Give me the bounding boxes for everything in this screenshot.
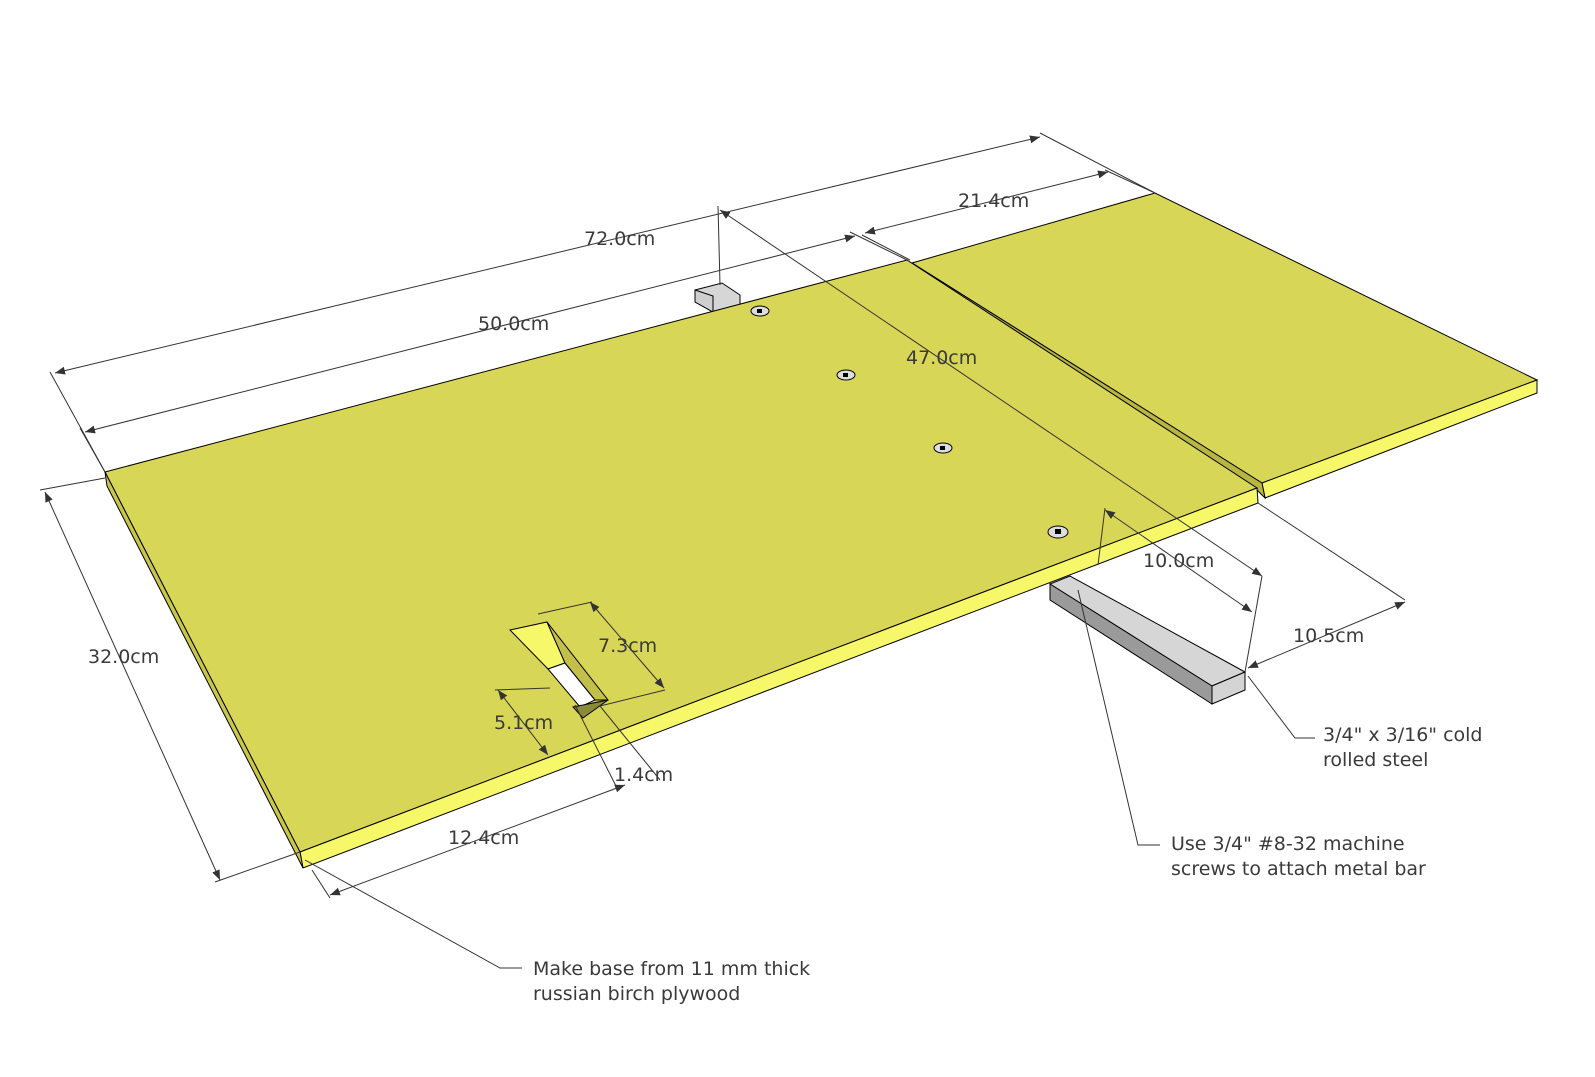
dim-slot-from-edge: 12.4cm <box>448 827 520 849</box>
dim-width: 32.0cm <box>88 646 160 668</box>
screw-icon <box>1047 525 1069 539</box>
note-line: 3/4" x 3/16" cold <box>1323 724 1483 746</box>
dim-bar-from-edge: 10.0cm <box>1143 550 1215 572</box>
base-note: Make base from 11 mm thick russian birch… <box>533 957 810 1007</box>
note-line: russian birch plywood <box>533 983 741 1005</box>
note-line: Make base from 11 mm thick <box>533 958 811 980</box>
dim-slot-offset: 5.1cm <box>494 712 554 734</box>
dim-overall-length: 72.0cm <box>584 228 656 250</box>
leader-lines <box>304 589 1315 969</box>
dim-bar-offset: 47.0cm <box>906 347 978 369</box>
dimension-lines <box>39 132 1406 899</box>
steel-note: 3/4" x 3/16" cold rolled steel <box>1323 723 1483 773</box>
metal-bar <box>1048 575 1247 705</box>
note-line: rolled steel <box>1323 749 1429 771</box>
dim-slot-length: 7.3cm <box>598 635 658 657</box>
dim-extension-length: 21.4cm <box>958 190 1030 212</box>
screw-icon <box>933 442 953 454</box>
screw-icon <box>750 305 770 317</box>
note-line: Use 3/4" #8-32 machine <box>1171 833 1405 855</box>
note-line: screws to attach metal bar <box>1171 858 1426 880</box>
dim-base-length: 50.0cm <box>478 313 550 335</box>
screw-icon <box>836 369 856 381</box>
screws-note: Use 3/4" #8-32 machine screws to attach … <box>1171 832 1426 882</box>
dim-slot-width: 1.4cm <box>614 764 674 786</box>
dim-bar-to-extension: 10.5cm <box>1293 625 1365 647</box>
